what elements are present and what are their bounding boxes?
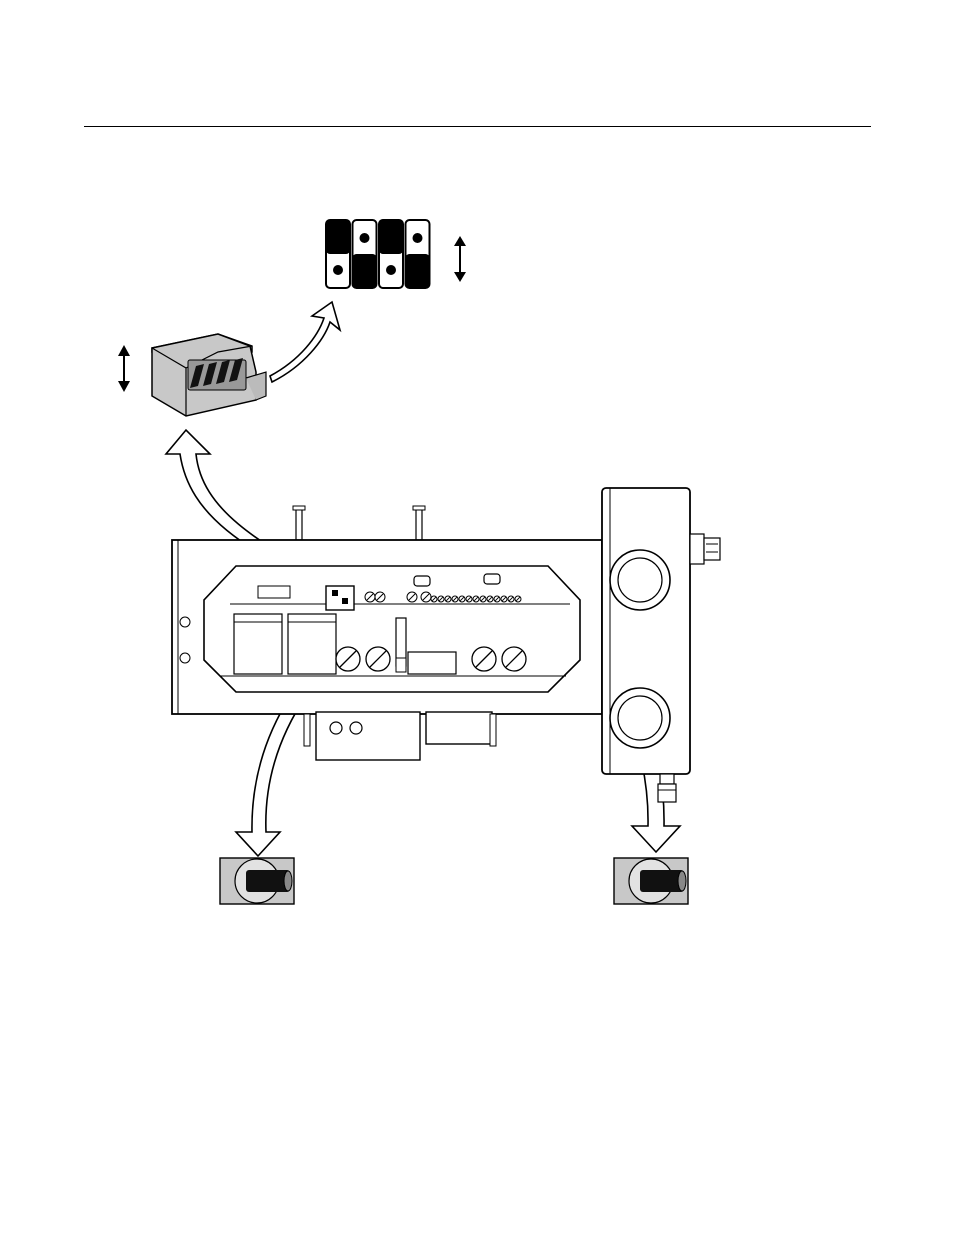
circuit-board-assembly — [172, 506, 602, 760]
zoom-arrow-icon — [270, 302, 340, 382]
double-arrow-icon — [454, 236, 466, 282]
dip-switch-module — [152, 334, 266, 416]
dip-switch-enlarged — [326, 220, 430, 288]
double-arrow-icon — [118, 345, 130, 392]
dip-switch-toggle — [353, 220, 377, 288]
jumper-left — [220, 858, 294, 904]
dip-switch-toggle — [406, 220, 430, 288]
dip-switch-toggle — [379, 220, 403, 288]
junction-box — [602, 488, 720, 802]
jumper-right — [614, 858, 688, 904]
dip-switch-toggle — [326, 220, 350, 288]
